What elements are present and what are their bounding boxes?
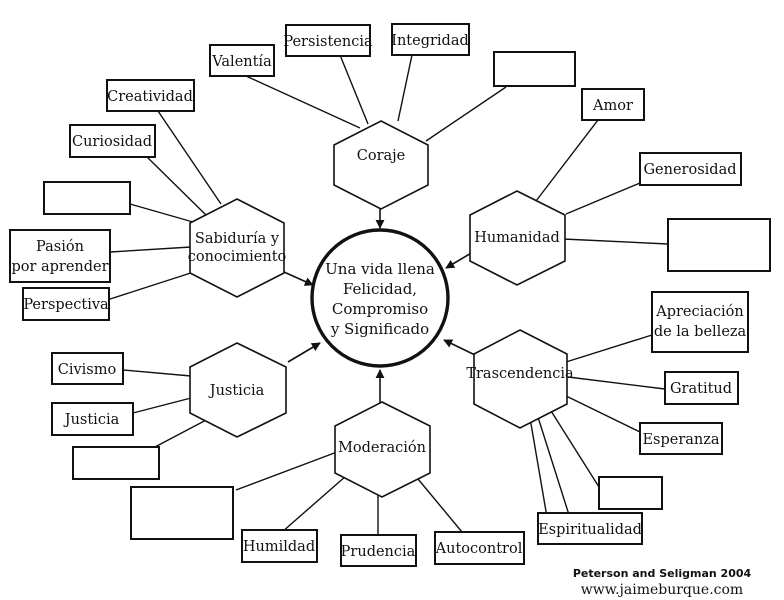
label-justicia: Justicia: [63, 412, 120, 428]
virtue-label-sabiduria-2: conocimiento: [188, 249, 287, 265]
box-espiritualidad: [537, 512, 643, 545]
label-gratitud: Gratitud: [670, 381, 732, 397]
strength-amor: Amor: [581, 88, 645, 121]
center-line-3: Compromiso: [332, 300, 428, 318]
virtue-humanidad: Humanidad: [469, 190, 566, 286]
box-prudencia: [340, 534, 417, 567]
label-perspectiva: Perspectiva: [23, 297, 109, 313]
empty-box-sabiduria: [43, 181, 131, 215]
arrow-justicia: [287, 342, 321, 363]
virtue-coraje: Coraje: [333, 120, 429, 210]
box-amor: [581, 88, 645, 121]
center-line-2: Felicidad,: [343, 280, 417, 298]
virtue-trascendencia: Trascendencia: [466, 329, 574, 429]
strength-prudencia: Prudencia: [340, 534, 417, 567]
box-apreciacion: [651, 291, 749, 353]
empty-box-moderacion: [130, 486, 234, 540]
hexagon-humanidad: [469, 190, 566, 286]
strength-generosidad: Generosidad: [639, 152, 742, 186]
label-apreciacion-1: Apreciación: [655, 304, 744, 320]
box-creatividad: [106, 79, 195, 112]
strength-pasion: Pasión por aprender: [9, 229, 111, 283]
arrows: [283, 191, 476, 405]
box-persistencia: [285, 24, 371, 57]
box-perspectiva: [22, 287, 110, 321]
center-node: Una vida llena Felicidad, Compromiso y S…: [310, 228, 450, 368]
empty-box-justicia: [72, 446, 160, 480]
label-civismo: Civismo: [58, 362, 116, 378]
label-curiosidad: Curiosidad: [72, 134, 152, 150]
connector-lines: [106, 54, 669, 535]
strength-justicia-box: Justicia: [51, 402, 134, 436]
label-humildad: Humildad: [243, 539, 315, 555]
label-amor: Amor: [592, 98, 633, 114]
virtue-sabiduria: Sabiduría y conocimiento: [188, 198, 287, 298]
empty-box-trascendencia: [598, 476, 663, 510]
virtue-label-justicia: Justicia: [208, 383, 265, 399]
hexagon-trascendencia: [473, 329, 568, 429]
hexagon-justicia: [189, 342, 287, 438]
box-autocontrol: [434, 531, 525, 565]
strength-integridad: Integridad: [391, 23, 470, 56]
strength-curiosidad: Curiosidad: [69, 124, 156, 158]
strength-civismo: Civismo: [51, 352, 124, 385]
label-espiritualidad: Espiritualidad: [538, 522, 642, 538]
box-gratitud: [664, 371, 739, 405]
strength-espiritualidad: Espiritualidad: [537, 512, 643, 545]
center-line-1: Una vida llena: [325, 260, 435, 278]
strength-persistencia: Persistencia: [283, 24, 373, 57]
label-autocontrol: Autocontrol: [435, 541, 523, 557]
box-pasion: [9, 229, 111, 283]
box-curiosidad: [69, 124, 156, 158]
label-valentia: Valentía: [211, 54, 272, 70]
virtue-justicia: Justicia: [189, 342, 287, 438]
strength-perspectiva: Perspectiva: [22, 287, 110, 321]
strength-gratitud: Gratitud: [664, 371, 739, 405]
hexagon-sabiduria: [189, 198, 285, 298]
box-justicia: [51, 402, 134, 436]
virtue-label-coraje: Coraje: [357, 148, 405, 164]
label-creatividad: Creatividad: [107, 89, 193, 105]
label-generosidad: Generosidad: [643, 162, 736, 178]
box-humildad: [241, 529, 318, 563]
virtue-label-sabiduria-1: Sabiduría y: [195, 231, 280, 247]
label-esperanza: Esperanza: [642, 432, 719, 448]
box-integridad: [391, 23, 470, 56]
strength-humildad: Humildad: [241, 529, 318, 563]
empty-box-humanidad: [667, 218, 771, 272]
label-pasion-1: Pasión: [36, 239, 84, 255]
box-valentia: [209, 44, 275, 77]
center-line-4: y Significado: [330, 320, 429, 338]
credit-website: www.jaimeburque.com: [581, 582, 743, 598]
center-circle: [310, 228, 450, 368]
strength-autocontrol: Autocontrol: [434, 531, 525, 565]
hexagon-coraje: [333, 120, 429, 210]
hexagon-moderacion: [334, 401, 431, 498]
arrow-sabiduria: [283, 271, 314, 286]
virtue-moderacion: Moderación: [334, 401, 431, 498]
strength-valentia: Valentía: [209, 44, 275, 77]
label-persistencia: Persistencia: [283, 34, 373, 50]
virtue-label-trascendencia: Trascendencia: [466, 366, 574, 382]
strength-creatividad: Creatividad: [106, 79, 195, 112]
label-prudencia: Prudencia: [341, 544, 416, 560]
strength-apreciacion: Apreciación de la belleza: [651, 291, 749, 353]
arrow-trascendencia: [443, 339, 476, 356]
box-esperanza: [639, 422, 723, 455]
virtue-label-humanidad: Humanidad: [474, 230, 560, 246]
arrow-humanidad: [445, 251, 474, 269]
box-generosidad: [639, 152, 742, 186]
credit-authors: Peterson and Seligman 2004: [573, 567, 752, 580]
strength-esperanza: Esperanza: [639, 422, 723, 455]
virtue-label-moderacion: Moderación: [338, 440, 426, 456]
label-integridad: Integridad: [391, 33, 469, 49]
label-apreciacion-2: de la belleza: [654, 324, 747, 340]
label-pasion-2: por aprender: [11, 259, 108, 275]
empty-box-coraje: [493, 51, 576, 87]
box-civismo: [51, 352, 124, 385]
